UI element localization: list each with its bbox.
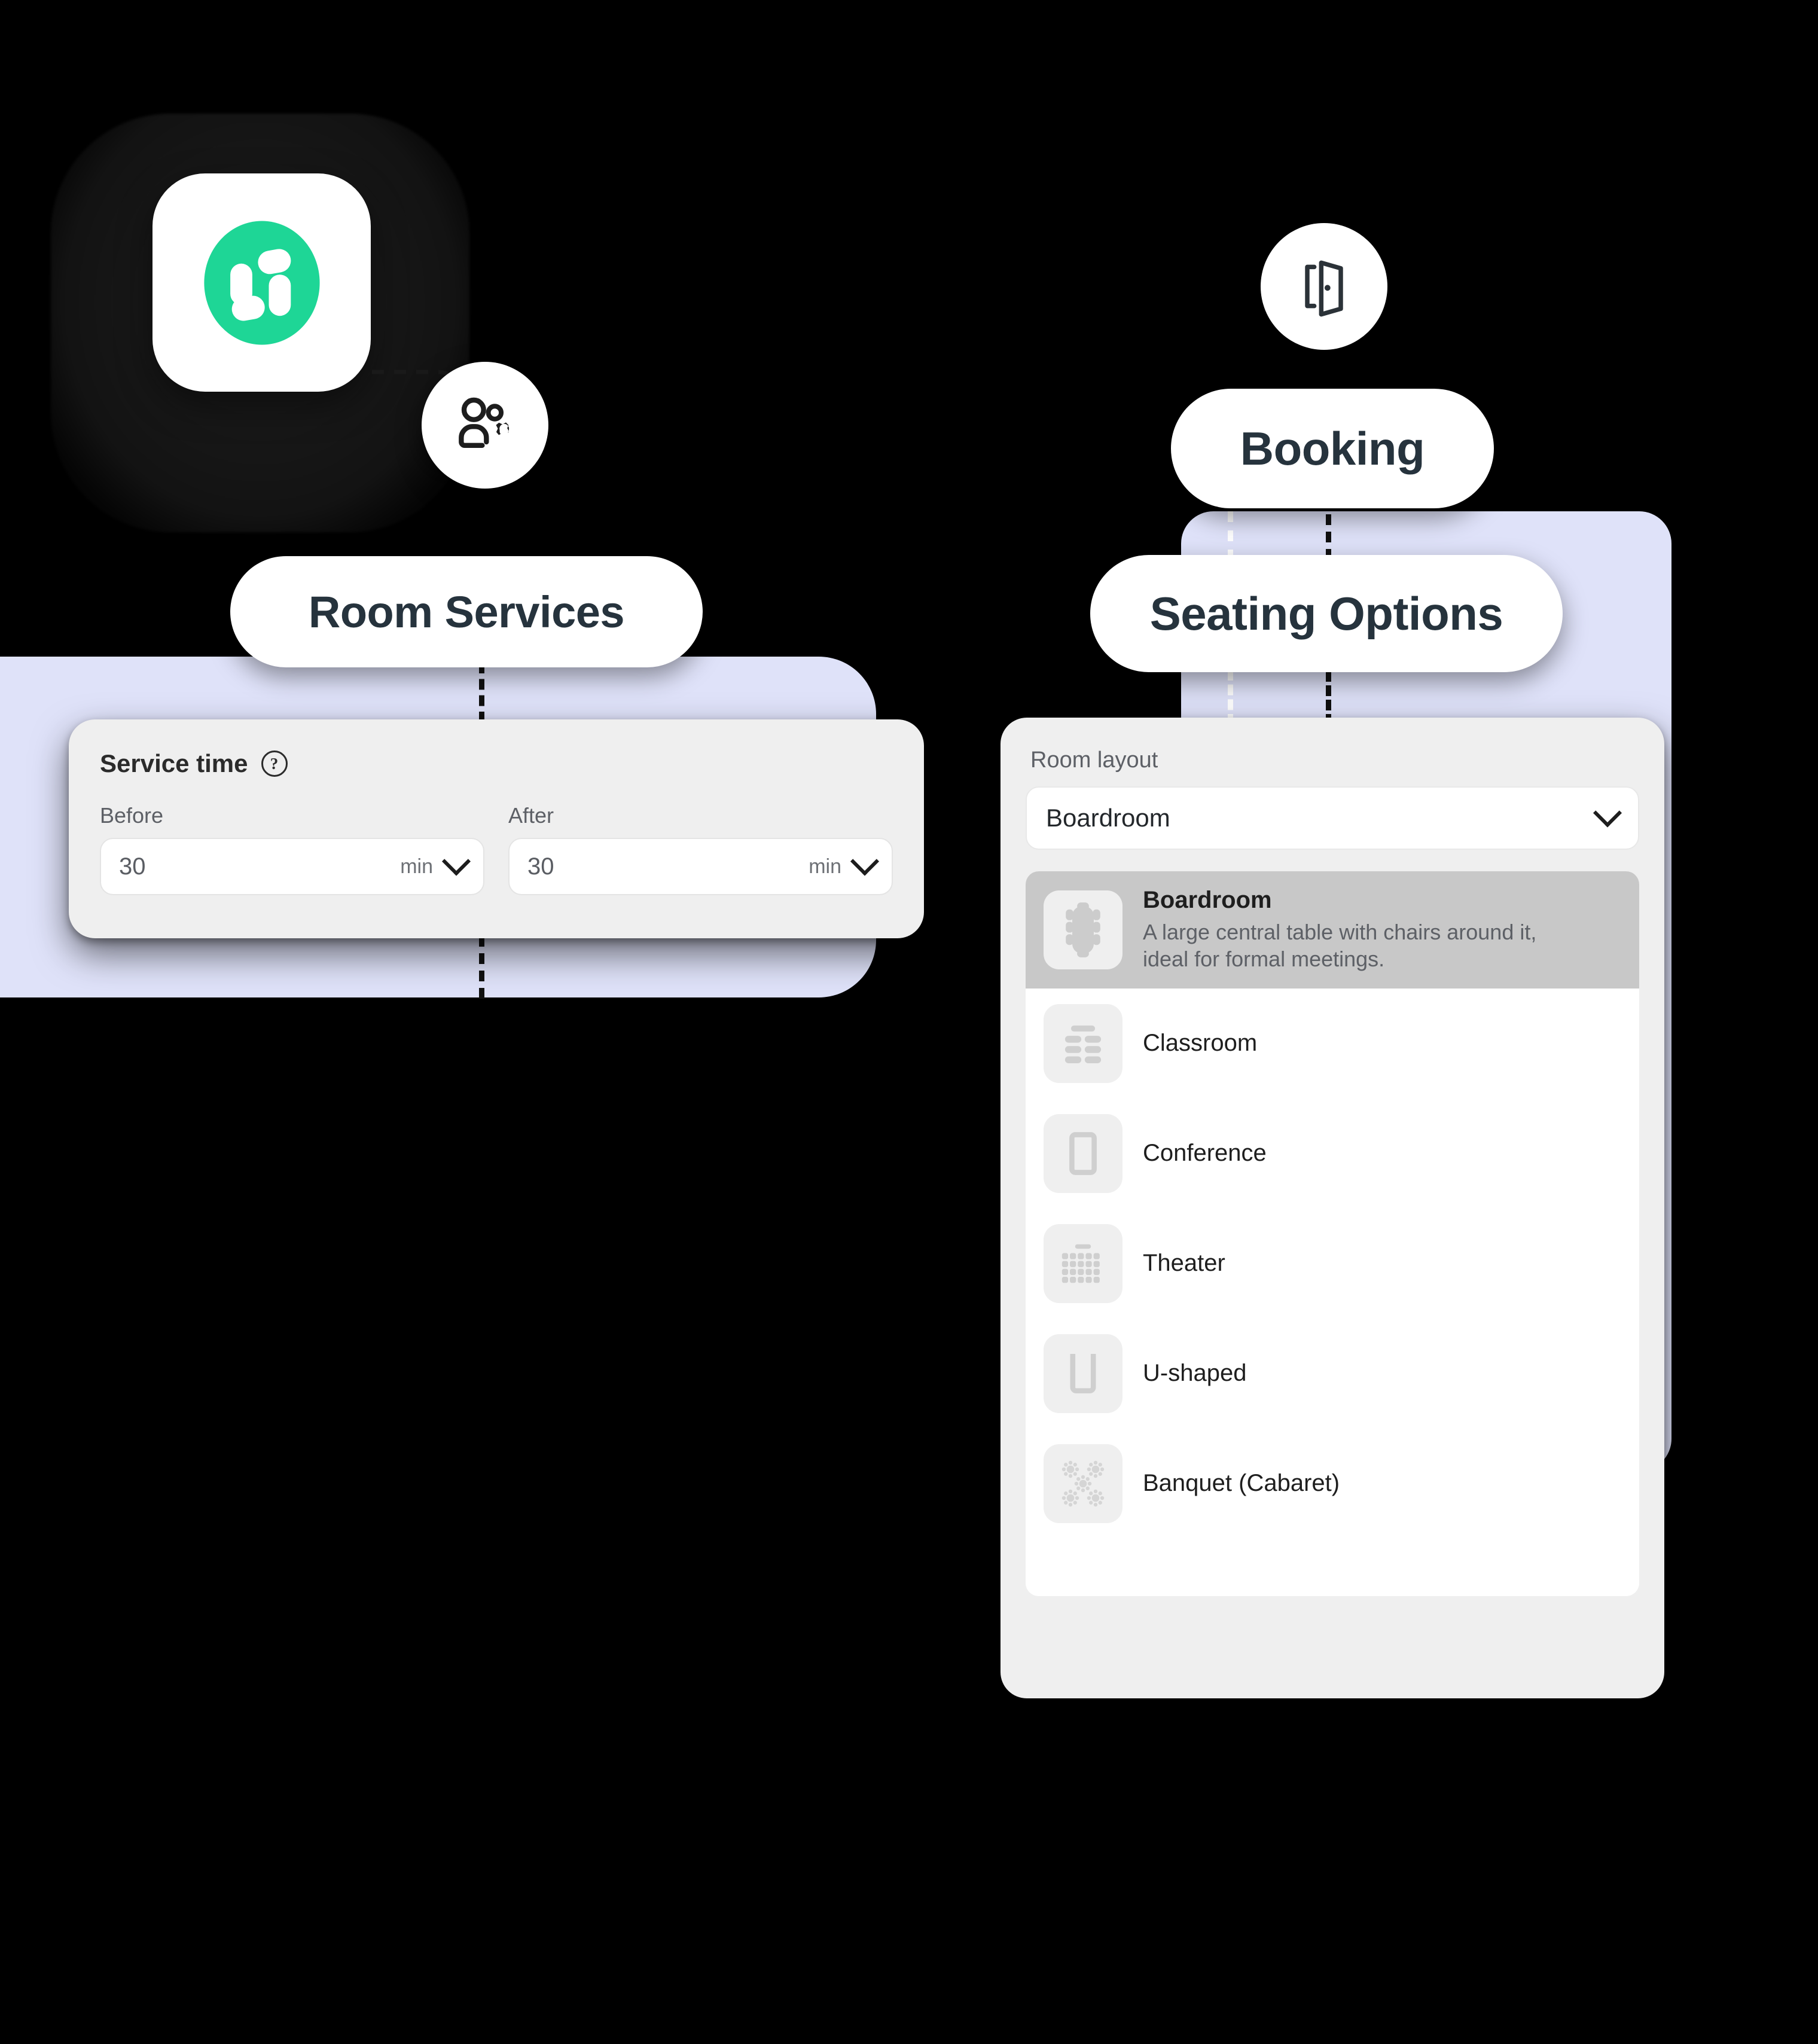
pill-seating-options[interactable]: Seating Options: [1090, 555, 1563, 672]
pill-seating-options-label: Seating Options: [1149, 587, 1503, 640]
after-label: After: [508, 803, 554, 828]
service-time-fields: Before 30 min After 30 min: [100, 803, 893, 895]
list-item-conference[interactable]: Conference: [1026, 1099, 1639, 1209]
pill-booking-label: Booking: [1240, 422, 1425, 475]
room-layout-select[interactable]: Boardroom: [1026, 786, 1639, 850]
pill-room-services[interactable]: Room Services: [230, 556, 703, 667]
banquet-layout-icon: [1044, 1444, 1122, 1523]
chevron-down-icon[interactable]: [1593, 798, 1622, 828]
chevron-down-icon[interactable]: [441, 847, 471, 876]
list-item-label: Classroom: [1143, 1030, 1258, 1057]
question-mark-icon[interactable]: ?: [261, 751, 288, 777]
list-item-label: U-shaped: [1143, 1360, 1247, 1387]
conference-text: Conference: [1143, 1140, 1621, 1167]
right-connector-b-light: [1228, 670, 1233, 725]
list-item-theater[interactable]: Theater: [1026, 1209, 1639, 1319]
list-item-u-shaped[interactable]: U-shaped: [1026, 1319, 1639, 1429]
list-item-label: Banquet (Cabaret): [1143, 1470, 1340, 1497]
room-layout-label: Room layout: [1030, 748, 1158, 773]
u-shaped-text: U-shaped: [1143, 1360, 1621, 1387]
boardroom-text: Boardroom A large central table with cha…: [1143, 887, 1621, 973]
left-connector-top: [479, 663, 484, 722]
before-value: 30: [119, 853, 146, 880]
right-connector-a-light: [1228, 511, 1233, 560]
list-item-label: Theater: [1143, 1250, 1225, 1277]
conference-layout-icon: [1044, 1113, 1122, 1193]
service-time-card: Service time ? Before 30 min After 30 mi…: [69, 719, 924, 938]
door-open-icon: [1305, 260, 1343, 317]
option-list-bottom-padding: [1026, 1538, 1639, 1596]
users-settings-icon: [459, 397, 510, 449]
classroom-text: Classroom: [1143, 1030, 1621, 1057]
before-input[interactable]: 30 min: [100, 838, 484, 895]
left-connector-bottom: [479, 936, 484, 999]
room-layout-option-list: Boardroom A large central table with cha…: [1026, 871, 1639, 1596]
door-badge[interactable]: [1261, 223, 1387, 350]
list-item-label: Conference: [1143, 1140, 1267, 1167]
list-item-banquet[interactable]: Banquet (Cabaret): [1026, 1429, 1639, 1539]
list-item-label: Boardroom: [1143, 887, 1272, 913]
right-connector-b-dark: [1326, 671, 1331, 725]
list-item-description: A large central table with chairs around…: [1143, 920, 1537, 972]
right-connector-a-dark: [1326, 514, 1331, 560]
app-logo-tile[interactable]: [152, 173, 371, 392]
after-input[interactable]: 30 min: [508, 838, 893, 895]
theater-layout-icon: [1044, 1224, 1122, 1303]
after-unit: min: [809, 855, 841, 878]
room-layout-selected-value: Boardroom: [1046, 804, 1170, 832]
theater-text: Theater: [1143, 1250, 1621, 1277]
seating-options-card: Room layout Boardroom: [1000, 718, 1664, 1698]
app-logo-icon: [203, 221, 320, 344]
service-time-title: Service time: [100, 749, 248, 777]
u-shaped-layout-icon: [1044, 1334, 1122, 1413]
chevron-down-icon[interactable]: [850, 847, 880, 876]
classroom-layout-icon: [1044, 1003, 1122, 1083]
users-settings-badge[interactable]: [422, 362, 548, 489]
pill-room-services-label: Room Services: [308, 587, 625, 637]
pill-booking[interactable]: Booking: [1171, 389, 1494, 508]
banquet-text: Banquet (Cabaret): [1143, 1470, 1621, 1497]
after-value: 30: [527, 853, 554, 880]
before-unit: min: [400, 855, 433, 878]
service-time-after-field: After 30 min: [508, 803, 893, 895]
boardroom-layout-icon: [1044, 890, 1122, 969]
service-time-before-field: Before 30 min: [100, 803, 484, 895]
service-time-header: Service time ?: [100, 749, 893, 778]
list-item-boardroom[interactable]: Boardroom A large central table with cha…: [1026, 871, 1639, 989]
list-item-classroom[interactable]: Classroom: [1026, 989, 1639, 1099]
before-label: Before: [100, 803, 164, 828]
